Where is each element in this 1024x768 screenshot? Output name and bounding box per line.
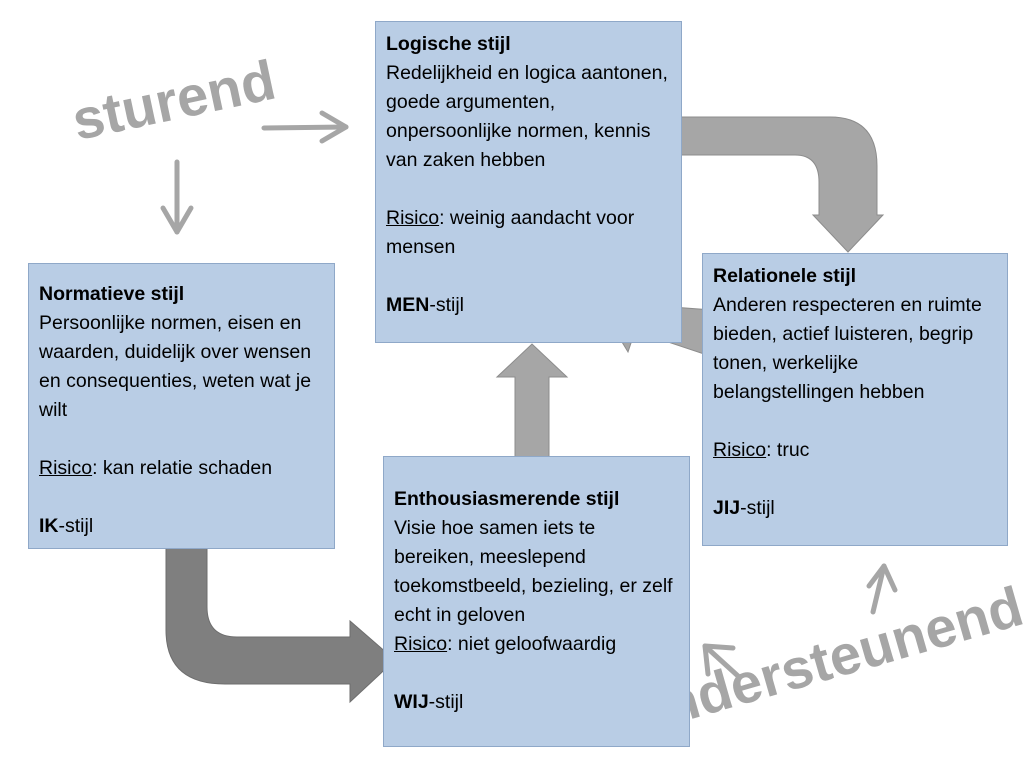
relationele-stijl-box: Relationele stijl Anderen respecteren en… xyxy=(702,253,1008,546)
box-description: Anderen respecteren en ruimte bieden, ac… xyxy=(713,294,982,403)
risk-text: : kan relatie schaden xyxy=(92,457,273,479)
risk-text: : niet geloofwaardig xyxy=(447,633,617,655)
risk-text: : truc xyxy=(766,439,810,461)
sturend-right-arrow xyxy=(261,110,349,144)
box-description: Redelijkheid en logica aantonen, goede a… xyxy=(386,62,668,171)
box-title: Enthousiasmerende stijl xyxy=(394,488,620,510)
style-suffix: -stijl xyxy=(429,294,465,316)
risk-text: : weinig aandacht voor mensen xyxy=(386,207,635,258)
box-risk: Risico: niet geloofwaardig xyxy=(394,630,679,659)
risk-label: Risico xyxy=(394,633,448,655)
style-name: IK xyxy=(39,515,59,537)
box-description: Visie hoe samen iets te bereiken, meesle… xyxy=(394,517,673,626)
risk-label: Risico xyxy=(713,439,767,461)
style-name: JIJ xyxy=(713,497,741,519)
style-name: WIJ xyxy=(394,691,429,713)
box-style: MEN-stijl xyxy=(386,291,671,320)
ondersteunend-up-arrow xyxy=(866,563,898,615)
style-suffix: -stijl xyxy=(58,515,94,537)
box-risk: Risico: weinig aandacht voor mensen xyxy=(386,204,671,262)
block-arrow-enthousiasmerend-to-logisch xyxy=(495,343,569,472)
box-style: WIJ-stijl xyxy=(394,688,679,717)
curved-arrow-normatief-to-enthousiasmerend xyxy=(165,545,396,704)
box-style: IK-stijl xyxy=(39,512,324,541)
normatieve-stijl-box: Normatieve stijl Persoonlijke normen, ei… xyxy=(28,263,335,549)
box-risk: Risico: truc xyxy=(713,436,997,465)
box-title: Normatieve stijl xyxy=(39,283,185,305)
style-suffix: -stijl xyxy=(740,497,775,519)
risk-label: Risico xyxy=(39,457,93,479)
box-title: Relationele stijl xyxy=(713,265,857,287)
style-name: MEN xyxy=(386,294,430,316)
enthousiasmerende-stijl-box: Enthousiasmerende stijl Visie hoe samen … xyxy=(383,456,690,747)
box-title: Logische stijl xyxy=(386,33,511,55)
style-suffix: -stijl xyxy=(428,691,464,713)
box-style: JIJ-stijl xyxy=(713,494,997,523)
logische-stijl-box: Logische stijl Redelijkheid en logica aa… xyxy=(375,21,682,343)
box-description: Persoonlijke normen, eisen en waarden, d… xyxy=(39,312,312,421)
risk-label: Risico xyxy=(386,207,440,229)
sturend-down-arrow xyxy=(160,159,194,235)
ondersteunend-left-arrow xyxy=(702,643,741,679)
box-risk: Risico: kan relatie schaden xyxy=(39,454,324,483)
curved-arrow-logisch-to-relationeel xyxy=(666,116,885,253)
